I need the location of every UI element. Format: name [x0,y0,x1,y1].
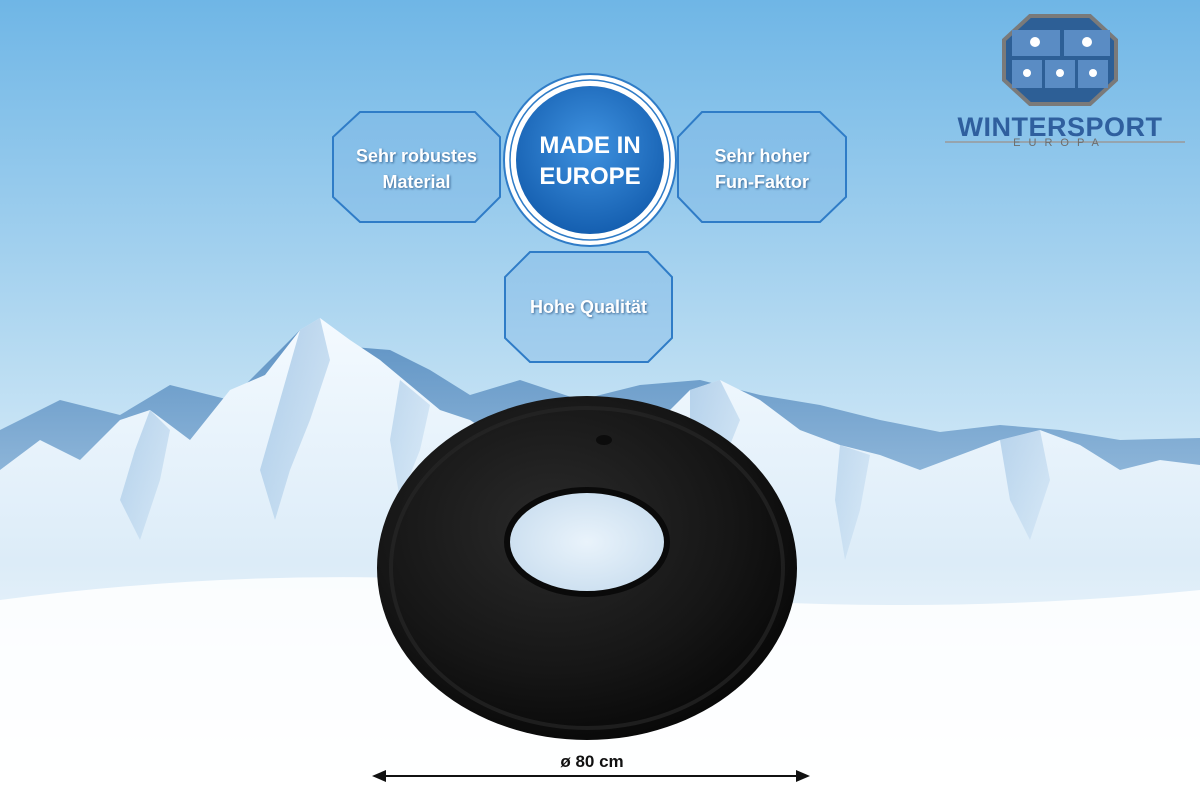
badge-right: Sehr hoher Fun-Faktor [678,143,846,195]
badge-bottom-line: Hohe Qualität [529,297,647,317]
badge-left-line2: Material [382,172,451,192]
made-in-line1: MADE IN [539,132,641,159]
badge-bottom-shape [504,251,673,363]
badge-left-line1: Sehr robustes [355,146,478,166]
diameter-label: ø 80 cm [560,752,624,771]
brand-subtitle: EUROPA [1013,137,1107,149]
badge-right-line2: Fun-Faktor [715,172,809,192]
brand-name: WINTERSPORT [957,112,1163,142]
badge-bottom: Hohe Qualität [505,294,672,320]
winter-sports-logo-icon [1002,14,1118,106]
badge-right-line1: Sehr hoher [714,146,810,166]
made-in-europe-seal [503,73,677,247]
made-in-line2: EUROPE [539,163,641,190]
badge-left: Sehr robustes Material [333,143,500,195]
diameter-arrow [372,770,810,782]
badge-left-shape [332,111,501,223]
badge-right-shape [677,111,847,223]
made-in-europe-label: MADE IN EUROPE [508,130,672,192]
snow-tube-icon [377,396,797,740]
